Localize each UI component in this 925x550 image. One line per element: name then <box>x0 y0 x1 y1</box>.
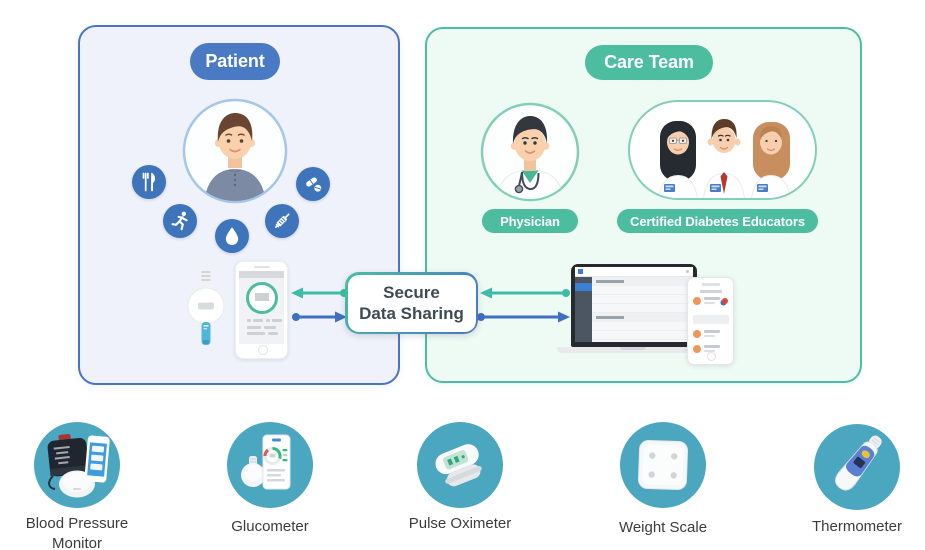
glucometer-photo <box>227 422 313 508</box>
laptop-dashboard <box>592 277 693 342</box>
device-label-pulse-oximeter: Pulse Oximeter <box>408 515 512 532</box>
care-phone <box>687 277 734 365</box>
patient-list-avatar <box>693 297 701 305</box>
secure-line2: Data Sharing <box>359 304 464 323</box>
patient-list-avatar <box>693 345 701 353</box>
secure-line1: Secure <box>383 282 440 302</box>
patient-badge-label: Patient <box>205 51 265 71</box>
patient-phone-screen <box>239 271 284 344</box>
secure-data-sharing-box: Secure Data Sharing <box>345 272 478 334</box>
blood-pressure-monitor-photo <box>34 422 120 508</box>
medication-icon <box>296 167 330 201</box>
glucose-ring-indicator <box>245 282 278 314</box>
care-team-badge: Care Team <box>585 45 713 80</box>
device-label-blood-pressure: Blood Pressure Monitor <box>25 515 129 550</box>
educators-badge-label: Certified Diabetes Educators <box>630 213 805 229</box>
physician-avatar <box>480 102 580 202</box>
phone-speaker <box>254 266 270 268</box>
patient-avatar <box>182 98 288 204</box>
educators-avatars <box>628 100 817 200</box>
laptop-base <box>557 347 709 353</box>
device-label-thermometer: Thermometer <box>811 518 903 535</box>
exercise-icon <box>163 204 197 238</box>
care-phone-banner <box>693 315 729 324</box>
physician-badge-label: Physician <box>500 213 560 229</box>
insulin-icon <box>265 204 299 238</box>
care-laptop <box>571 264 697 347</box>
patient-phone <box>235 261 288 359</box>
weight-scale-photo <box>620 422 706 508</box>
device-label-glucometer: Glucometer <box>231 518 309 535</box>
pulse-oximeter-photo <box>417 422 503 508</box>
phone-home-button <box>707 352 716 361</box>
phone-home-button <box>257 345 268 355</box>
patient-list-avatar <box>693 330 701 338</box>
patient-badge: Patient <box>190 43 280 80</box>
care-team-badge-label: Care Team <box>604 52 694 72</box>
laptop-sidebar <box>575 277 592 342</box>
hydration-icon <box>215 219 249 253</box>
diet-icon <box>132 165 166 199</box>
laptop-app-logo <box>578 269 583 274</box>
educators-badge: Certified Diabetes Educators <box>617 209 818 233</box>
thermometer-photo <box>814 424 900 510</box>
physician-badge: Physician <box>482 209 578 233</box>
glucometer-device <box>187 268 225 345</box>
device-label-weight-scale: Weight Scale <box>618 519 708 536</box>
